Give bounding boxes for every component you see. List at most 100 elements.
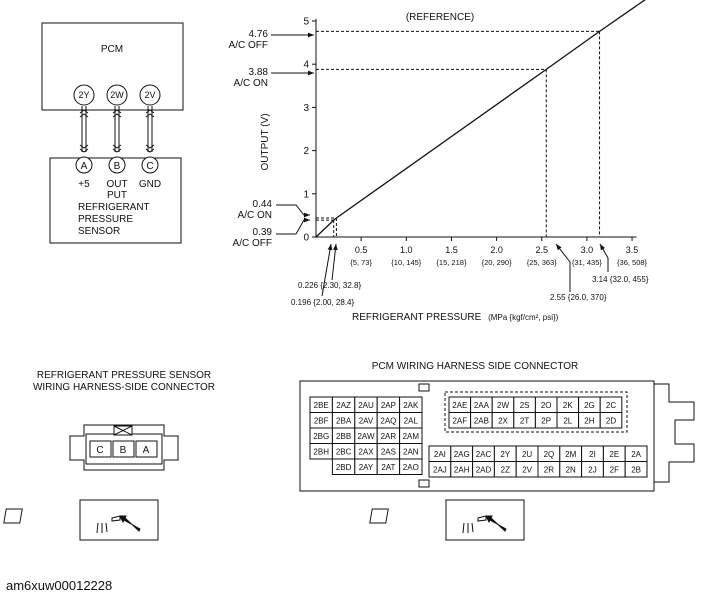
x-tick-sublabel: {10, 145} <box>391 258 422 267</box>
connector-pin-label: 2V <box>522 465 532 474</box>
sensor-pin-function: GND <box>139 179 161 190</box>
connector-pin-label: 2I <box>589 450 596 459</box>
x-annot: 2.55 {26.0, 370} <box>550 293 607 302</box>
terminal-b <box>112 440 135 458</box>
sensor-pin-function: OUT <box>106 179 127 190</box>
pcm-title: PCM <box>101 44 123 55</box>
connector-pin-label: 2AB <box>474 416 489 425</box>
connector-pin-label: 2AZ <box>336 401 351 410</box>
y-tick-label: 4 <box>303 60 309 71</box>
x-tick-sublabel: {36, 508} <box>617 258 648 267</box>
wire-2v-c <box>145 106 155 153</box>
sensor-label: PRESSURE <box>78 214 133 225</box>
connector-pin-label: 2AO <box>403 463 419 472</box>
x-tick-sublabel: {5, 73} <box>350 258 372 267</box>
x-tick-label: 1.0 <box>400 245 413 255</box>
terminal-a <box>135 440 158 458</box>
connector-pin-label: 2B <box>631 465 641 474</box>
connector-pin-label: 2Y <box>500 450 510 459</box>
sensor-pin-function: +5 <box>78 179 90 190</box>
connector-pin-label: 2G <box>584 401 595 410</box>
terminal-label: A <box>143 445 150 456</box>
connector-pin-label: 2L <box>563 416 572 425</box>
connector-pin-label: 2O <box>541 401 552 410</box>
connector-pin-label: 2X <box>498 416 508 425</box>
connector-pin-label: 2N <box>566 465 576 474</box>
y-annot-value: 4.76 <box>249 29 269 40</box>
x-tick-label: 2.0 <box>490 245 503 255</box>
connector-pin-label: 2BD <box>336 463 352 472</box>
x-annot: 0.196 {2.00, 28.4} <box>291 298 355 307</box>
connector-pin-label: 2D <box>606 416 616 425</box>
x-annot-arrow <box>555 243 571 292</box>
connector-pin-label: 2AA <box>474 401 490 410</box>
connector-pin-label: 2H <box>584 416 594 425</box>
connector-pin-label: 2BG <box>313 432 329 441</box>
latch-mark <box>113 425 133 436</box>
connector-pin-label: 2AY <box>359 463 374 472</box>
y-annot-value: 3.88 <box>249 67 269 78</box>
y-annot-arrow <box>276 204 310 218</box>
sensor-connector: REFRIGERANT PRESSURE SENSOR WIRING HARNE… <box>3 370 215 541</box>
pcm-pin-label: 2W <box>110 90 124 100</box>
pcm-pin-2w <box>106 84 128 106</box>
pcm-connector-divider <box>418 479 430 488</box>
connector-pin-label: 2AM <box>403 432 420 441</box>
highlight-frame <box>444 391 628 433</box>
connector-pin-label: 2P <box>541 416 551 425</box>
x-tick-label: 3.0 <box>581 245 594 255</box>
connector-pin-label: 2A <box>631 450 641 459</box>
pcm-pin-label: 2Y <box>78 90 89 100</box>
x-tick-sublabel: {31, 435} <box>572 258 603 267</box>
connector-pin-label: 2AV <box>359 416 374 425</box>
y-tick-label: 2 <box>303 146 309 157</box>
connector-pin-label: 2AH <box>454 465 470 474</box>
sensor-label: SENSOR <box>78 226 120 237</box>
x-tick-sublabel: {15, 218} <box>436 258 467 267</box>
x-tick-label: 2.5 <box>535 245 548 255</box>
terminal-label: C <box>96 445 103 456</box>
reference-chart: (REFERENCE) OUTPUT (V) REFRIGERANT PRESS… <box>229 0 649 323</box>
connector-pin-label: 2AE <box>452 401 467 410</box>
connector-pin-label: 2AL <box>404 416 419 425</box>
y-tick-label: 1 <box>303 189 309 200</box>
x-tick-sublabel: {25, 363} <box>527 258 558 267</box>
y-tick-label: 5 <box>303 17 309 28</box>
x-annot-arrow <box>599 243 609 272</box>
connector-pin-label: 2BA <box>336 416 352 425</box>
y-annot-arrow <box>276 217 310 235</box>
connector-pin <box>599 412 623 429</box>
sensor-label: REFRIGERANT <box>78 202 150 213</box>
x-annot: 3.14 {32.0, 455} <box>592 275 649 284</box>
wire-2y-a <box>79 106 89 153</box>
x-tick-sublabel: {20, 290} <box>482 258 513 267</box>
connector-pin-label: 2AK <box>403 401 419 410</box>
terminal-c <box>89 440 112 458</box>
connector-pin-label: 2K <box>563 401 573 410</box>
connector-pin-label: 2AQ <box>380 416 396 425</box>
connector-pin-label: 2AD <box>476 465 492 474</box>
pcm-connector-flange <box>654 383 695 483</box>
connector-pin-label: 2AG <box>454 450 470 459</box>
sensor-pin-label: C <box>146 161 153 172</box>
pcm-pin-2v <box>139 84 161 106</box>
x-tick-label: 0.5 <box>355 245 368 255</box>
x-tick-label: 3.5 <box>626 245 639 255</box>
pcm-connector-divider <box>418 383 430 392</box>
sensor-pin-label: B <box>114 161 121 172</box>
x-axis-title: REFRIGERANT PRESSURE <box>352 312 482 323</box>
series-line <box>315 0 646 238</box>
y-tick-label: 3 <box>303 103 309 114</box>
sensor-pin-function: PUT <box>107 190 127 201</box>
x-annot: 0.226 {2.30, 32.8} <box>298 281 362 290</box>
connector-pin <box>399 458 423 475</box>
y-annot-label: A/C ON <box>238 210 272 221</box>
connector-pin-label: 2AJ <box>433 465 447 474</box>
connector-pin <box>624 461 648 478</box>
connector-pin-label: 2C <box>606 401 616 410</box>
connector-pin-label: 2BH <box>313 447 329 456</box>
connector-pin-label: 2BE <box>314 401 329 410</box>
connector-pin-label: 2Q <box>544 450 555 459</box>
